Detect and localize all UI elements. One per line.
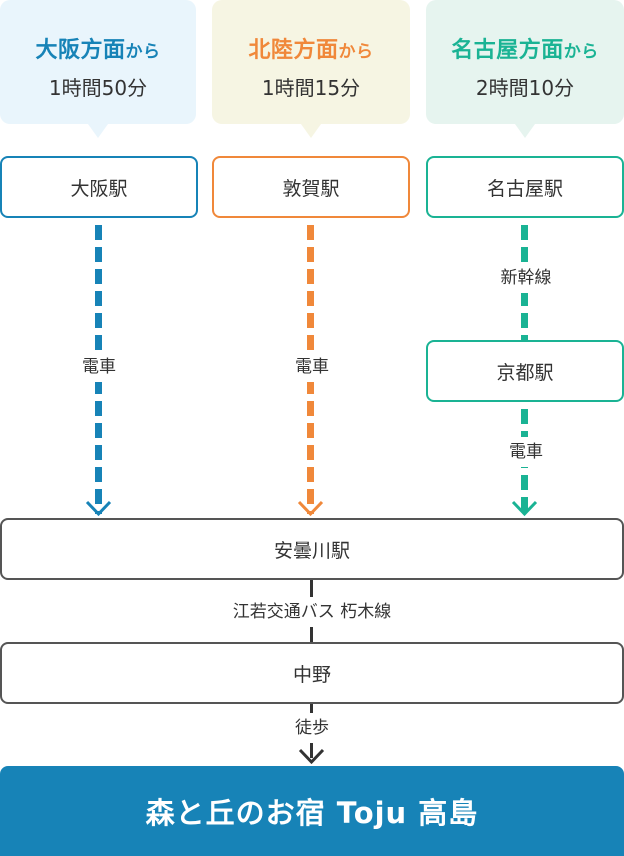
shinkansen-label: 新幹線 (486, 263, 566, 293)
callout-pointer (301, 124, 321, 138)
origin-hokuriku-suffix: から (338, 42, 374, 62)
arrow-down-icon (85, 498, 112, 518)
tsuruga-line-label: 電車 (281, 352, 343, 382)
destination-banner: 森と丘のお宿 Toju 高島 (0, 766, 624, 856)
station-osaka: 大阪駅 (0, 156, 198, 218)
origin-nagoya-title: 名古屋方面から (426, 32, 624, 64)
origin-nagoya-callout: 名古屋方面から 2時間10分 (426, 0, 624, 138)
origin-hokuriku-duration: 1時間15分 (261, 76, 361, 100)
origin-osaka-city: 大阪方面 (35, 38, 126, 63)
arrow-down-icon (297, 498, 324, 518)
kyoto-line-label: 電車 (494, 437, 558, 467)
station-azumino: 安曇川駅 (0, 518, 624, 580)
arrow-down-icon (511, 498, 538, 518)
arrow-down-icon (298, 744, 325, 766)
origin-nagoya-duration: 2時間10分 (475, 76, 575, 100)
callout-pointer (515, 124, 535, 138)
origin-osaka-suffix: から (125, 42, 161, 62)
origin-hokuriku-title: 北陸方面から (212, 32, 410, 64)
bus-line-label: 江若交通バス 朽木線 (182, 597, 442, 627)
stop-nakano: 中野 (0, 642, 624, 704)
walk-label: 徒歩 (286, 713, 338, 743)
origin-hokuriku-city: 北陸方面 (248, 38, 339, 63)
station-kyoto: 京都駅 (426, 340, 624, 402)
origin-nagoya-suffix: から (563, 42, 599, 62)
origin-osaka-title: 大阪方面から (0, 32, 196, 64)
origin-hokuriku-callout: 北陸方面から 1時間15分 (212, 0, 410, 138)
station-nagoya: 名古屋駅 (426, 156, 624, 218)
origin-osaka-callout: 大阪方面から 1時間50分 (0, 0, 196, 138)
origin-osaka-duration: 1時間50分 (48, 76, 148, 100)
callout-pointer (88, 124, 108, 138)
station-tsuruga: 敦賀駅 (212, 156, 410, 218)
osaka-line-label: 電車 (68, 352, 130, 382)
origin-nagoya-city: 名古屋方面 (451, 38, 564, 63)
